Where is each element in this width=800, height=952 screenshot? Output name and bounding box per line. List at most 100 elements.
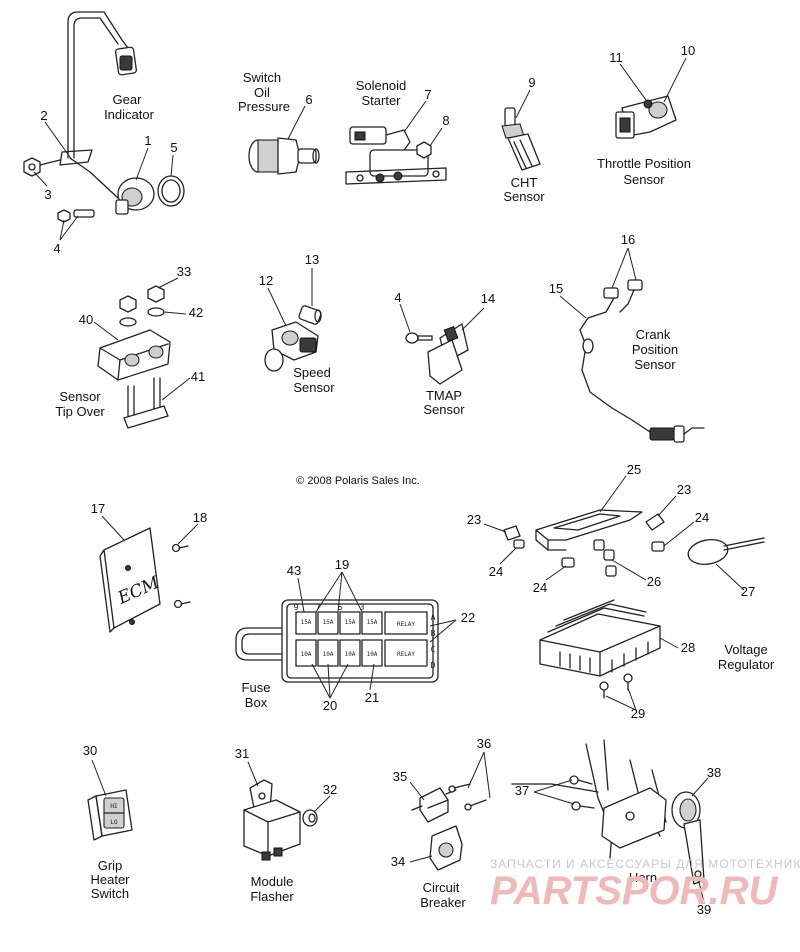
caption-tip-over-2: Tip Over xyxy=(55,404,105,419)
relay-label-bottom: RELAY xyxy=(397,651,415,658)
fuse-row-a: A xyxy=(431,613,436,622)
caption-cht-1: CHT xyxy=(511,175,538,190)
caption-oil-pressure-2: Oil xyxy=(254,85,270,100)
caption-crank-3: Sensor xyxy=(634,357,676,372)
caption-solenoid-2: Starter xyxy=(361,93,401,108)
callout-9: 9 xyxy=(528,75,535,90)
caption-voltage-regulator-1: Voltage xyxy=(724,642,767,657)
callout-41: 41 xyxy=(191,369,205,384)
watermark-tagline: ЗАПЧАСТИ И АКСЕССУАРЫ ДЛЯ МОТОТЕХНИКИ xyxy=(490,857,800,871)
caption-gear-indicator-1: Gear xyxy=(113,92,143,107)
fuse-label-top-2: 15A xyxy=(323,619,334,626)
caption-voltage-regulator-2: Regulator xyxy=(718,657,775,672)
caption-circuit-breaker-1: Circuit xyxy=(423,880,460,895)
caption-oil-pressure-3: Pressure xyxy=(238,99,290,114)
fuse-slot-7: 7 xyxy=(316,603,321,612)
callout-24b: 24 xyxy=(533,580,547,595)
fuse-row-d: D xyxy=(431,661,436,670)
callout-15: 15 xyxy=(549,281,563,296)
tmap-sensor xyxy=(405,323,469,385)
caption-fuse-box-2: Box xyxy=(245,695,268,710)
caption-tps-2: Sensor xyxy=(623,172,665,187)
fuse-label-bottom-3: 10A xyxy=(345,651,356,658)
caption-circuit-breaker-2: Breaker xyxy=(420,895,466,910)
fuse-slot-5: 5 xyxy=(338,603,343,612)
callout-26: 26 xyxy=(647,574,661,589)
watermark-logo: PARTSPOR.RU xyxy=(490,869,779,913)
callout-28: 28 xyxy=(681,640,695,655)
callout-25: 25 xyxy=(627,462,641,477)
callout-22: 22 xyxy=(461,610,475,625)
caption-speed-1: Speed xyxy=(293,365,331,380)
callout-38: 38 xyxy=(707,765,721,780)
callout-23b: 23 xyxy=(677,482,691,497)
caption-cht-2: Sensor xyxy=(503,189,545,204)
callout-37: 37 xyxy=(515,783,529,798)
svg-text:LO: LO xyxy=(110,819,118,826)
svg-text:HI: HI xyxy=(110,803,118,810)
callout-34: 34 xyxy=(391,854,405,869)
callout-43: 43 xyxy=(287,563,301,578)
copyright-notice: © 2008 Polaris Sales Inc. xyxy=(296,475,420,487)
callout-30: 30 xyxy=(83,743,97,758)
caption-tps-1: Throttle Position xyxy=(597,156,691,171)
callout-32: 32 xyxy=(323,782,337,797)
callout-24c: 24 xyxy=(695,510,709,525)
caption-grip-heater-2: Heater xyxy=(90,872,130,887)
crank-position-sensor xyxy=(579,279,705,443)
callout-19: 19 xyxy=(335,557,349,572)
callout-40: 40 xyxy=(79,312,93,327)
callout-18: 18 xyxy=(193,510,207,525)
callout-17: 17 xyxy=(91,501,105,516)
caption-grip-heater-1: Grip xyxy=(98,858,123,873)
horn-assembly xyxy=(511,739,705,885)
caption-crank-1: Crank xyxy=(636,327,671,342)
caption-tmap-2: Sensor xyxy=(423,402,465,417)
callout-11: 11 xyxy=(609,50,623,65)
caption-gear-indicator-2: Indicator xyxy=(104,107,155,122)
fuse-slot-9: 9 xyxy=(294,603,299,612)
fuse-label-bottom-2: 10A xyxy=(323,651,334,658)
relay-label-top: RELAY xyxy=(397,621,415,628)
watermark: ЗАПЧАСТИ И АКСЕССУАРЫ ДЛЯ МОТОТЕХНИКИ PA… xyxy=(490,857,800,913)
voltage-regulator xyxy=(539,599,661,699)
caption-tip-over-1: Sensor xyxy=(59,389,101,404)
callout-36: 36 xyxy=(477,736,491,751)
gear-indicator-assembly xyxy=(23,11,185,223)
fuse-row-b: B xyxy=(431,629,436,638)
fuse-slot-3: 3 xyxy=(360,603,365,612)
callout-4: 4 xyxy=(53,241,60,256)
fuse-row-c: C xyxy=(431,645,436,654)
fuse-label-bottom-4: 10A xyxy=(367,651,378,658)
callout-13: 13 xyxy=(305,252,319,267)
caption-module-flasher-1: Module xyxy=(251,874,294,889)
tip-over-sensor xyxy=(97,285,171,429)
callout-20: 20 xyxy=(323,698,337,713)
fuse-label-top-4: 15A xyxy=(367,619,378,626)
callout-14: 14 xyxy=(481,291,495,306)
callout-5: 5 xyxy=(170,140,177,155)
mounting-bracket xyxy=(535,509,643,551)
callout-4b: 4 xyxy=(394,290,401,305)
callout-7: 7 xyxy=(424,87,431,102)
cht-sensor xyxy=(501,107,541,171)
callout-42: 42 xyxy=(189,305,203,320)
callout-12: 12 xyxy=(259,273,273,288)
callout-31: 31 xyxy=(235,746,249,761)
caption-speed-2: Sensor xyxy=(293,380,335,395)
callout-29: 29 xyxy=(631,706,645,721)
caption-crank-2: Position xyxy=(632,342,678,357)
callout-39: 39 xyxy=(697,902,711,917)
throttle-position-sensor xyxy=(615,95,677,139)
callout-8: 8 xyxy=(442,113,449,128)
fuse-label-bottom-1: 10A xyxy=(301,651,312,658)
caption-module-flasher-2: Flasher xyxy=(250,889,294,904)
callout-27: 27 xyxy=(741,584,755,599)
fuse-row-bottom: 10A 10A 10A 10A RELAY xyxy=(295,639,428,667)
callout-35: 35 xyxy=(393,769,407,784)
starter-solenoid xyxy=(345,126,447,185)
callout-10: 10 xyxy=(681,43,695,58)
clip-fasteners xyxy=(503,513,665,577)
callout-21: 21 xyxy=(365,690,379,705)
